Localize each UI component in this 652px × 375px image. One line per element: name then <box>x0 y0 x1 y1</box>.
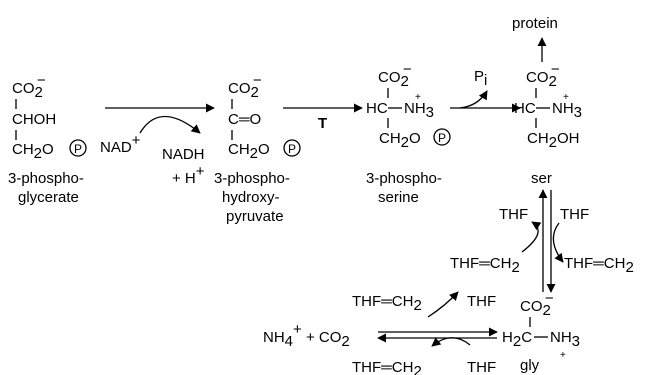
php-ch2o: CH2O <box>228 141 270 162</box>
thf-upper-left: THF <box>499 206 528 223</box>
gly-plus: + <box>560 350 566 361</box>
ps-hc: HC <box>366 100 388 117</box>
ser-nh3: NH3 <box>552 100 582 121</box>
pg-name-2: glycerate <box>18 189 79 206</box>
thf-lower-arrow-top <box>427 291 459 318</box>
glycine-cleavage: THF═CH2 THF THF═CH2 THF NH4+ + CO2 <box>263 291 498 375</box>
gly-co2: CO2− <box>520 290 554 319</box>
serine-hydroxymethyltransferase: THF THF THF═CH2 THF═CH2 <box>450 189 634 293</box>
reaction-transaminase: T <box>283 103 363 132</box>
ps-name-1: 3-phospho- <box>366 170 442 187</box>
pg-phosphate-circle <box>69 139 87 157</box>
thf-ch2-lower-bottom: THF═CH2 <box>352 359 422 375</box>
php-name-3: pyruvate <box>226 208 284 225</box>
ser-hc: HC <box>514 100 536 117</box>
glycine-structure: CO2− H2C NH3 + gly <box>502 290 580 374</box>
thf-lower-bottom: THF <box>467 359 496 375</box>
phosphoglycerate-structure: CO2− CHOH CH2O P 3-phospho- glycerate <box>8 72 87 206</box>
pg-choh: CHOH <box>12 111 56 128</box>
protein-label: protein <box>512 15 558 32</box>
nadh-label: NADH <box>162 146 205 163</box>
thf-ch2-upper-right: THF═CH2 <box>564 255 634 276</box>
thf-cycle-arrow-right <box>552 222 564 263</box>
reaction-phosphatase: Pi <box>450 68 521 113</box>
ser-ch2oh: CH2OH <box>527 130 580 151</box>
ps-nh3: NH3 <box>404 100 434 121</box>
pg-co2: CO2− <box>12 72 46 101</box>
thf-lower-top: THF <box>467 293 496 310</box>
phosphoserine-structure: CO2− HC NH3 + CH2O P 3-phospho- serine <box>366 61 451 206</box>
serine-structure: CO2− HC NH3 + CH2OH ser <box>514 61 582 187</box>
pg-name-1: 3-phospho- <box>8 170 84 187</box>
ps-phosphate-circle <box>433 128 451 146</box>
phosphohydroxypyruvate-structure: CO2− C═O CH2O P 3-phospho- hydroxy- pyru… <box>214 72 301 225</box>
ser-co2: CO2− <box>526 61 560 90</box>
pi-label: Pi <box>474 68 487 89</box>
pi-release-arrow <box>459 90 488 109</box>
pg-ch2o: CH2O <box>12 141 54 162</box>
thf-ch2-upper-left: THF═CH2 <box>450 255 520 276</box>
enzyme-t-label: T <box>318 115 327 132</box>
thf-ch2-lower-top: THF═CH2 <box>352 293 422 314</box>
ps-plus: + <box>415 92 421 103</box>
php-co: C═O <box>228 111 261 128</box>
ps-phosphate-label: P <box>438 131 446 145</box>
php-name-1: 3-phospho- <box>214 170 290 187</box>
gly-name: gly <box>520 357 540 374</box>
php-phosphate-label: P <box>288 142 296 156</box>
gly-h2c: H2C <box>502 329 532 350</box>
thf-upper-right: THF <box>560 206 589 223</box>
thf-cycle-arrow-left <box>521 221 542 253</box>
thf-lower-arrow-bottom <box>431 337 471 347</box>
ser-name: ser <box>531 170 552 187</box>
php-name-2: hydroxy- <box>222 189 280 206</box>
pg-phosphate-label: P <box>74 142 82 156</box>
php-co2: CO2− <box>228 72 262 101</box>
ps-ch2o: CH2O <box>379 130 421 151</box>
nh4-co2-label: NH4+ + CO2 <box>263 321 350 350</box>
nad-curve-arrow <box>139 116 201 134</box>
nad-label: NAD+ <box>100 132 141 156</box>
ps-co2: CO2− <box>378 61 412 90</box>
h-plus-label: + H+ <box>172 163 205 187</box>
ps-name-2: serine <box>378 189 419 206</box>
ser-plus: + <box>563 92 569 103</box>
gly-nh3: NH3 <box>550 329 580 350</box>
php-phosphate-circle <box>283 139 301 157</box>
reaction-dehydrogenase: NAD+ NADH + H+ <box>100 103 215 187</box>
